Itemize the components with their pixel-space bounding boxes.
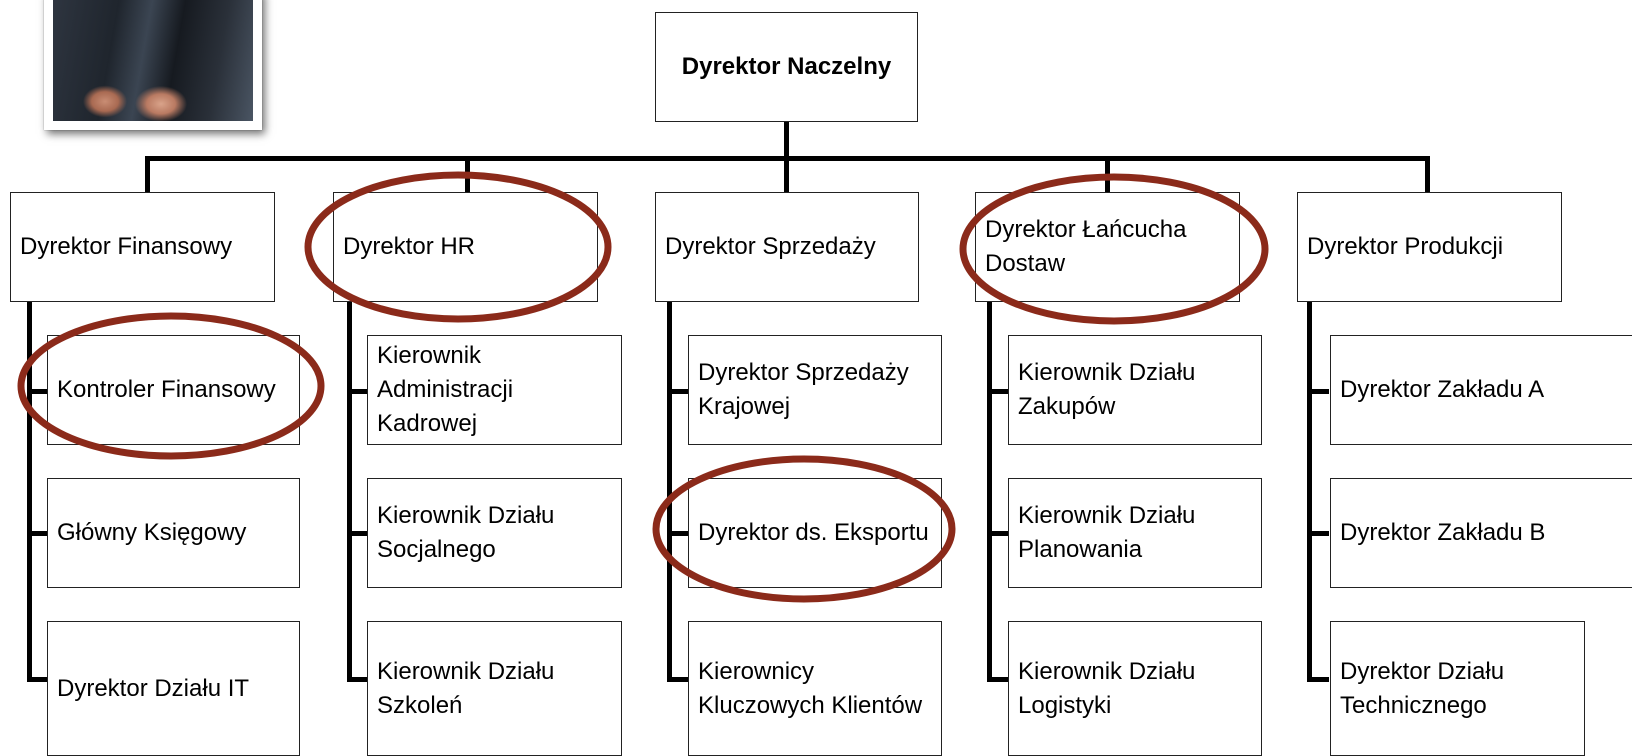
dept-node-sales[interactable]: Dyrektor Sprzedaży (655, 192, 919, 302)
spine-dept-1 (27, 302, 32, 682)
connector-dept-1 (145, 156, 150, 194)
child-label: Dyrektor Sprzedaży Krajowej (698, 359, 909, 420)
child-label: Kierownik Działu Socjalnego (377, 502, 555, 563)
dept-node-hr[interactable]: Dyrektor HR (333, 192, 598, 302)
child-label: Dyrektor Zakładu B (1340, 519, 1546, 546)
stub-1-2 (27, 531, 49, 536)
child-node[interactable]: Dyrektor Zakładu A (1330, 335, 1632, 445)
child-label: Kierownik Działu Logistyki (1018, 657, 1196, 719)
root-label: Dyrektor Naczelny (681, 53, 892, 80)
child-label: Kierownik Administracji Kadrowej (377, 342, 514, 437)
child-label: Główny Księgowy (57, 519, 247, 546)
connector-dept-4 (1105, 156, 1110, 194)
dept-node-supply-chain[interactable]: Dyrektor Łańcucha Dostaw (975, 192, 1240, 302)
child-label: Kierownik Działu Szkoleń (377, 657, 555, 719)
stub-3-3 (667, 677, 689, 682)
child-node[interactable]: Dyrektor ds. Eksportu (688, 478, 942, 588)
stub-1-3 (27, 677, 49, 682)
child-node[interactable]: Kierownik Działu Socjalnego (367, 478, 622, 588)
child-node[interactable]: Dyrektor Sprzedaży Krajowej (688, 335, 942, 445)
spine-dept-2 (347, 302, 352, 682)
dept-label: Dyrektor Produkcji (1307, 233, 1504, 260)
child-label: Kontroler Finansowy (57, 376, 276, 403)
child-node[interactable]: Kierownik Działu Zakupów (1008, 335, 1262, 445)
child-label: Dyrektor Działu Technicznego (1340, 657, 1505, 719)
stub-2-2 (347, 531, 369, 536)
stub-4-2 (987, 531, 1009, 536)
child-node[interactable]: Kierownik Działu Planowania (1008, 478, 1262, 588)
child-label: Kierownik Działu Zakupów (1018, 359, 1196, 420)
stub-5-3 (1307, 677, 1329, 682)
spine-dept-5 (1307, 302, 1312, 682)
stub-5-1 (1307, 389, 1329, 394)
child-node[interactable]: Kierownik Administracji Kadrowej (367, 335, 622, 445)
stub-2-1 (347, 389, 369, 394)
dept-node-production[interactable]: Dyrektor Produkcji (1297, 192, 1562, 302)
stub-3-2 (667, 531, 689, 536)
connector-root-stem (784, 122, 789, 160)
dept-label: Dyrektor Łańcucha Dostaw (985, 216, 1187, 277)
child-label: Dyrektor Zakładu A (1340, 376, 1545, 403)
stub-3-1 (667, 389, 689, 394)
child-label: Dyrektor Działu IT (57, 674, 250, 702)
stub-2-3 (347, 677, 369, 682)
child-node[interactable]: Kierownik Działu Szkoleń (367, 621, 622, 756)
child-label: Kierownik Działu Planowania (1018, 502, 1196, 563)
dept-label: Dyrektor Finansowy (20, 233, 233, 260)
child-node[interactable]: Kontroler Finansowy (47, 335, 300, 445)
dept-label: Dyrektor Sprzedaży (665, 233, 876, 260)
spine-dept-4 (987, 302, 992, 682)
spine-dept-3 (667, 302, 672, 682)
child-label: Dyrektor ds. Eksportu (698, 519, 929, 546)
child-node[interactable]: Dyrektor Działu IT (47, 621, 300, 756)
child-node[interactable]: Główny Księgowy (47, 478, 300, 588)
stub-4-3 (987, 677, 1009, 682)
child-node[interactable]: Dyrektor Działu Technicznego (1330, 621, 1585, 756)
child-label: Kierownicy Kluczowych Klientów (698, 657, 923, 719)
child-node[interactable]: Dyrektor Zakładu B (1330, 478, 1632, 588)
stub-1-1 (27, 389, 49, 394)
person-photo-image (53, 0, 253, 121)
child-node[interactable]: Kierownicy Kluczowych Klientów (688, 621, 942, 756)
root-node[interactable]: Dyrektor Naczelny (655, 12, 918, 122)
dept-node-finance[interactable]: Dyrektor Finansowy (10, 192, 275, 302)
connector-dept-2 (465, 156, 470, 194)
stub-5-2 (1307, 531, 1329, 536)
connector-dept-5 (1425, 156, 1430, 194)
connector-dept-3 (784, 156, 789, 194)
person-photo (44, 0, 262, 130)
child-node[interactable]: Kierownik Działu Logistyki (1008, 621, 1262, 756)
stub-4-1 (987, 389, 1009, 394)
dept-label: Dyrektor HR (343, 233, 476, 260)
